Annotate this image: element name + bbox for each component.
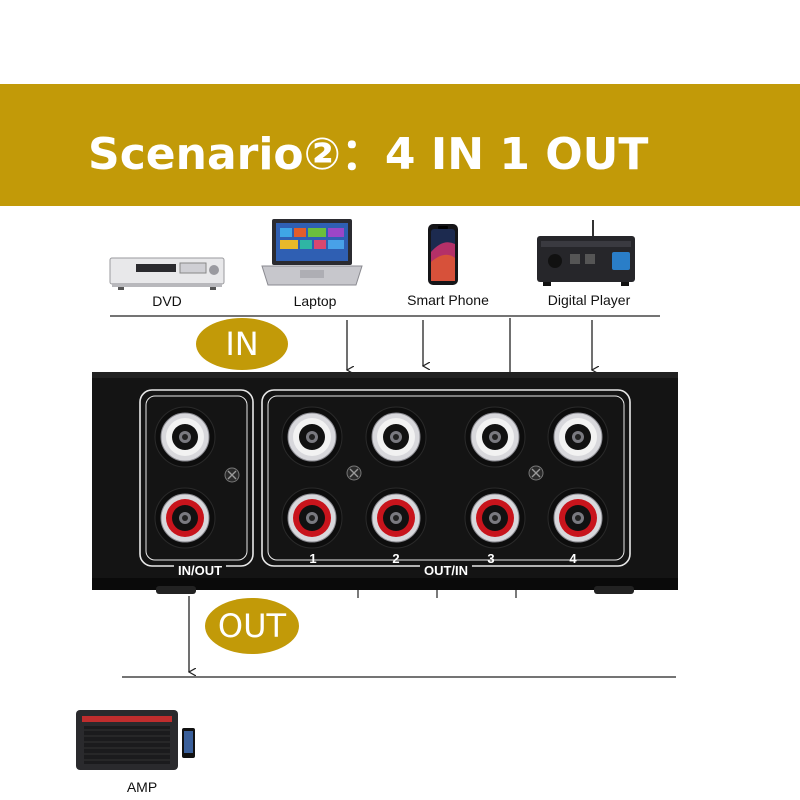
scenario-title: Scenario②：4 IN 1 OUT [88, 129, 649, 180]
laptop-icon [261, 219, 363, 286]
red-rca-jack [464, 487, 526, 549]
switch-box [92, 372, 678, 594]
laptop-label: Laptop [293, 293, 337, 309]
white-rca-jack [464, 406, 526, 468]
screw-icon [346, 465, 362, 481]
white-rca-jack [281, 406, 343, 468]
digital-player-icon [537, 220, 635, 286]
in-out-panel-label: IN/OUT [173, 563, 227, 578]
digital-player-label: Digital Player [547, 292, 631, 308]
in-badge: IN [196, 318, 288, 370]
title-banner [0, 84, 800, 206]
out-badge: OUT [205, 598, 299, 654]
red-rca-jack [365, 487, 427, 549]
red-rca-jack [154, 487, 216, 549]
dvd-label: DVD [152, 293, 182, 309]
screw-icon [224, 467, 240, 483]
white-rca-jack [154, 406, 216, 468]
amp-icon [76, 710, 195, 770]
red-rca-jack [281, 487, 343, 549]
port-number: 3 [487, 551, 495, 566]
white-rca-jack [547, 406, 609, 468]
red-rca-jack [547, 487, 609, 549]
dvd-player-icon [109, 257, 225, 290]
port-number: 1 [309, 551, 317, 566]
white-rca-jack [365, 406, 427, 468]
smart-phone-label: Smart Phone [407, 292, 489, 308]
smart-phone-icon [428, 224, 458, 285]
amp-label: AMP [126, 779, 158, 795]
out-in-panel-label: OUT/IN [419, 563, 473, 578]
port-number: 4 [569, 551, 577, 566]
screw-icon [528, 465, 544, 481]
port-number: 2 [392, 551, 400, 566]
